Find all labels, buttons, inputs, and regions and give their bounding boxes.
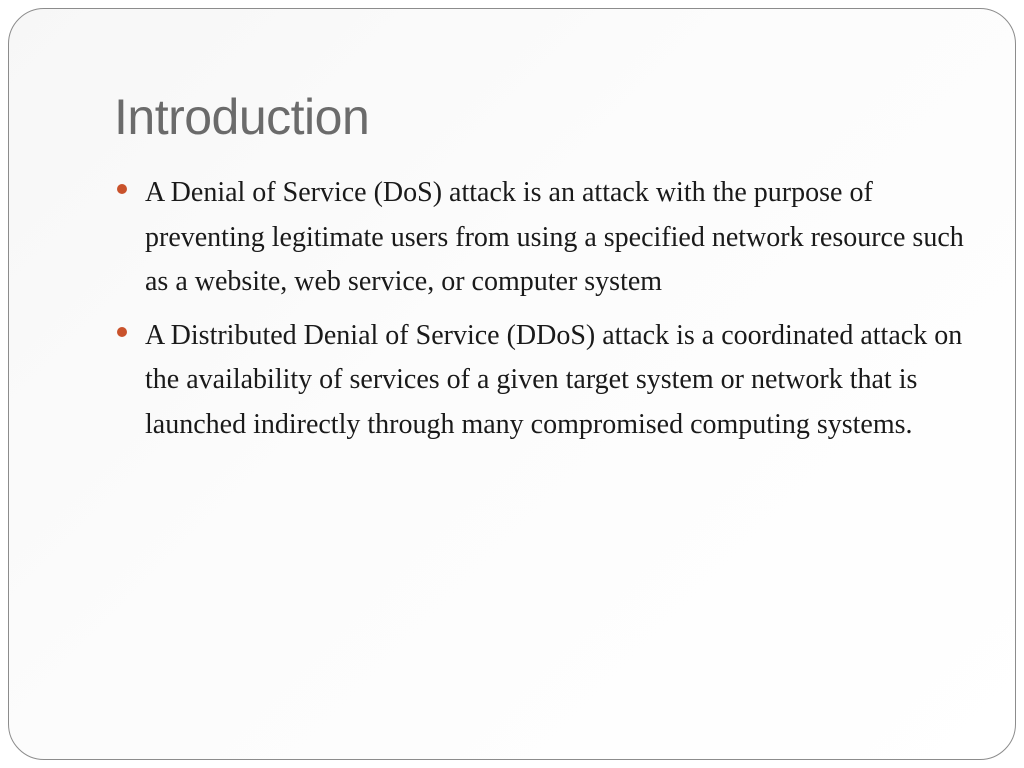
slide: Introduction A Denial of Service (DoS) a… — [8, 8, 1016, 760]
bullet-item-ddos: A Distributed Denial of Service (DDoS) a… — [117, 314, 967, 448]
bullet-list: A Denial of Service (DoS) attack is an a… — [117, 171, 967, 456]
bullet-dot-icon — [117, 326, 127, 337]
bullet-dot-icon — [117, 184, 127, 194]
bullet-text: A Distributed Denial of Service (DDoS) a… — [145, 319, 963, 440]
slide-title: Introduction — [114, 89, 370, 145]
bullet-item-dos: A Denial of Service (DoS) attack is an a… — [117, 171, 967, 305]
bullet-text: A Denial of Service (DoS) attack is an a… — [145, 177, 964, 297]
